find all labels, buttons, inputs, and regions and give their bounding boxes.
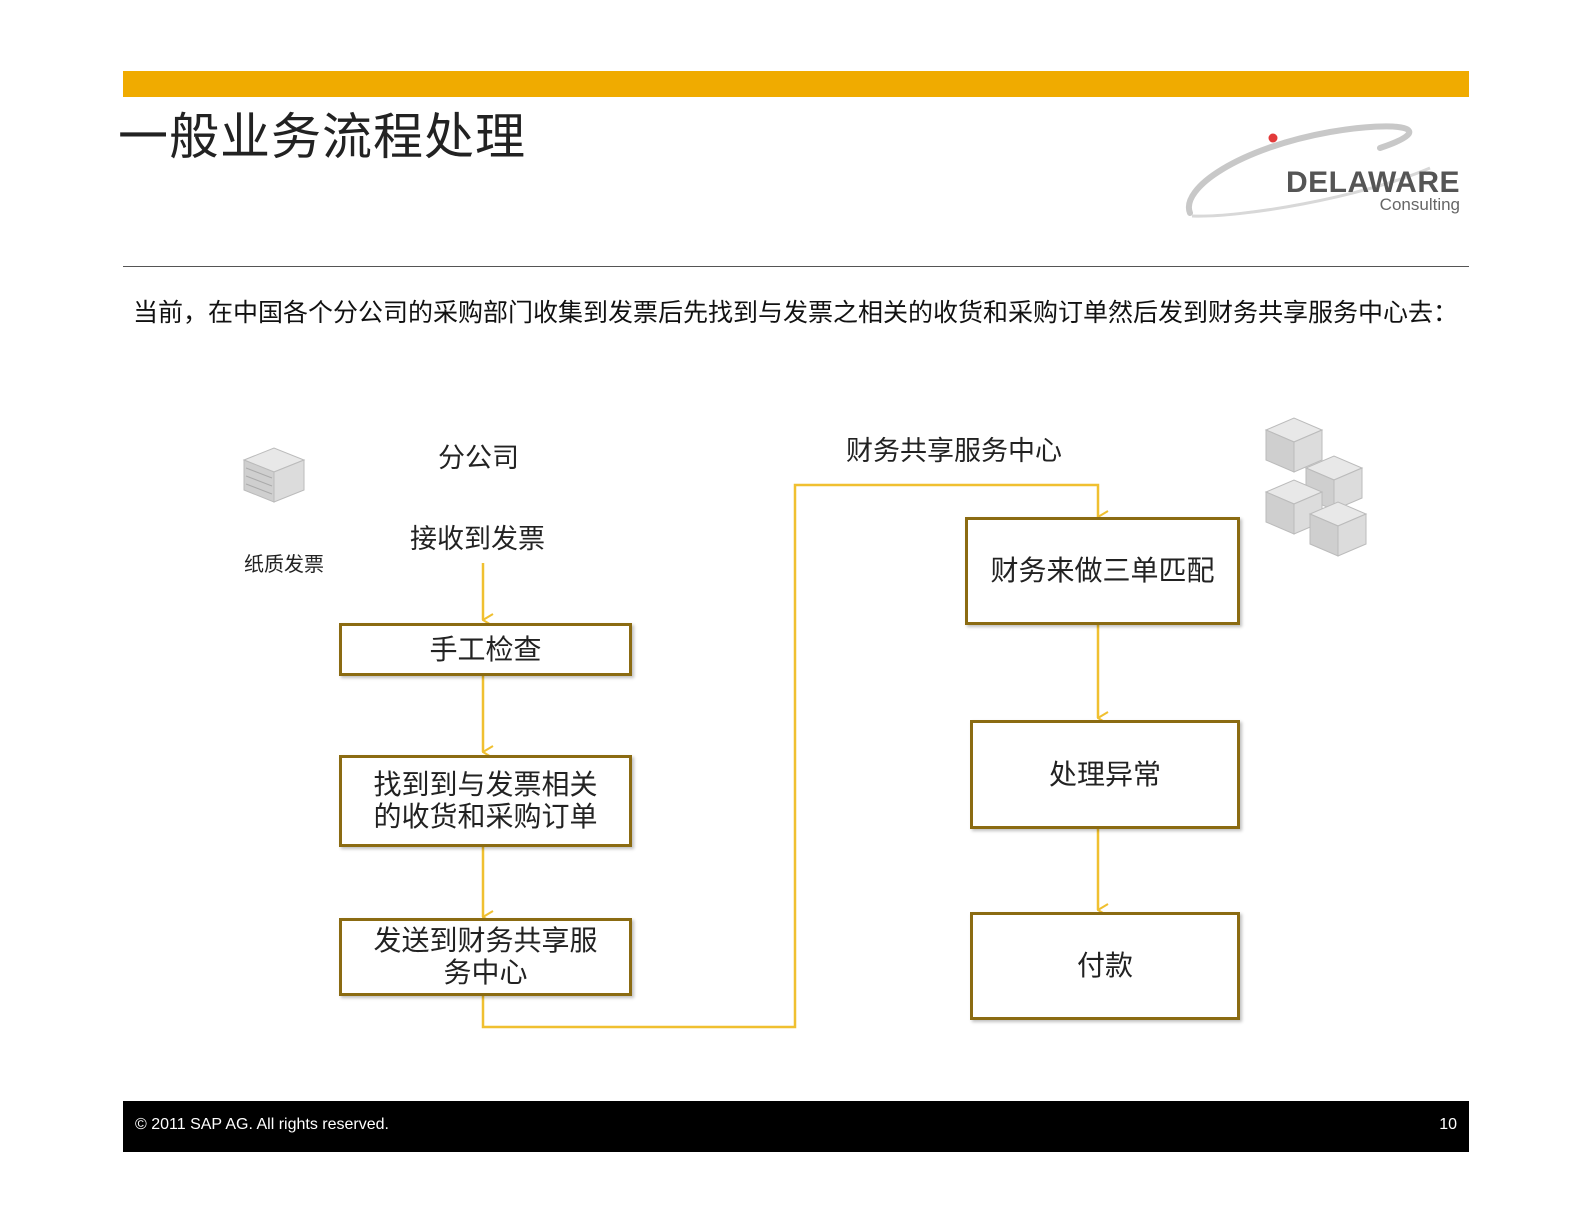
delaware-logo: DELAWARE Consulting (1180, 118, 1470, 228)
step-line: 发送到财务共享服 (373, 924, 598, 957)
step-find-orders: 找到到与发票相关 的收货和采购订单 (339, 755, 632, 847)
paper-stack-icon (242, 447, 306, 503)
arrow-send-to-center (481, 483, 1098, 1029)
step-line: 手工检查 (429, 632, 542, 666)
step-line: 的收货和采购订单 (373, 800, 598, 833)
logo-name: DELAWARE (1285, 166, 1460, 199)
paper-invoice-label: 纸质发票 (244, 552, 324, 576)
step-handle-exception: 处理异常 (970, 720, 1240, 829)
logo-dot-icon (1268, 133, 1278, 143)
logo-subtitle: Consulting (1379, 195, 1460, 214)
logo-swoosh-icon (1185, 123, 1431, 218)
slide-title: 一般业务流程处理 (118, 108, 526, 166)
step-manual-check: 手工检查 (339, 623, 632, 676)
branch-header: 分公司 (438, 443, 519, 474)
step-line: 务中心 (443, 956, 528, 989)
copyright-text: © 2011 SAP AG. All rights reserved. (135, 1116, 389, 1133)
page-number: 10 (1439, 1116, 1457, 1133)
step-line: 处理异常 (1048, 757, 1161, 791)
header-divider (123, 266, 1469, 267)
receive-invoice-label: 接收到发票 (410, 524, 545, 555)
paper-stacks-icon (1264, 417, 1368, 557)
center-header: 财务共享服务中心 (846, 436, 1062, 467)
step-line: 财务来做三单匹配 (990, 554, 1215, 587)
footer-bar: © 2011 SAP AG. All rights reserved. 10 (123, 1101, 1469, 1152)
step-line: 付款 (1076, 949, 1133, 982)
step-line: 找到到与发票相关 (373, 768, 598, 801)
step-send-to-center: 发送到财务共享服 务中心 (339, 918, 632, 996)
top-accent-bar (123, 71, 1469, 97)
intro-text: 当前，在中国各个分公司的采购部门收集到发票后先找到与发票之相关的收货和采购订单然… (133, 298, 1459, 327)
step-three-way-match: 财务来做三单匹配 (965, 517, 1240, 625)
step-payment: 付款 (970, 912, 1240, 1020)
